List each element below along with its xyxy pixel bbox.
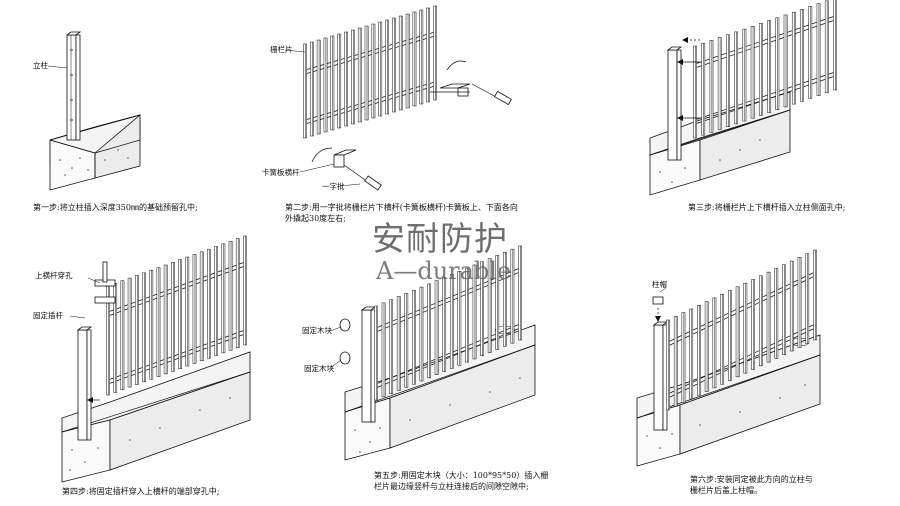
label-wood-block-2: 固定木块 (304, 363, 334, 373)
fence-panel (303, 5, 437, 139)
label-screwdriver: 一字批 (322, 181, 345, 191)
step-6-caption-line-1: 第六步:安装同定被此方向的立柱与 (690, 474, 813, 484)
post (652, 321, 669, 431)
label-post-cap: 柱帽 (652, 279, 667, 289)
step-5-caption-line-2: 栏片最边缘竖杆与立柱连接后的间隙空隙中; (374, 481, 529, 491)
step-4-caption: 第四步:将固定插杆穿入上横杆的端部穿孔中; (62, 486, 219, 496)
step-6-caption-line-2: 栅栏片后盖上柱帽。 (690, 485, 762, 495)
arrow-upper (677, 37, 700, 65)
concrete-base (49, 114, 141, 191)
post (65, 31, 82, 141)
clip-detail-upper (430, 60, 512, 106)
step-6: 柱帽 第六步:安装同定被此方向的立柱与 栅栏片后盖上柱帽。 (636, 249, 821, 495)
step-1-caption: 第一步:将立柱插入深度350㎜的基础预留孔中; (33, 202, 198, 212)
label-fence-panel: 栅栏片 (270, 44, 293, 54)
step-4: 上横杆穿孔 固定插杆 第四步:将固定插杆穿入上横杆的端部穿孔中; (33, 235, 251, 496)
label-wood-block-1: 固定木块 (302, 325, 332, 335)
watermark-chinese: 安耐防护 (372, 219, 508, 258)
fence-panel (374, 245, 522, 401)
post-cap (652, 296, 664, 322)
rail-ends (94, 261, 116, 304)
arrow-lower (677, 115, 700, 121)
post (666, 46, 683, 161)
clip-detail-lower (311, 147, 382, 191)
step-2-caption-line-1: 第二步:用一字批将栅栏片下横杆(卡簧板横杆)卡簧板上、下面各向 (285, 202, 518, 212)
step-3: 第三步:将栅栏片上下横杆插入立柱侧面孔中; (649, 0, 845, 212)
watermark-english: A—durable (375, 257, 511, 285)
step-2-caption-line-2: 外撬起30度左右; (285, 213, 346, 223)
label-fixing-pin: 固定插杆 (33, 310, 63, 320)
fence-panel (666, 249, 817, 411)
concrete-base (61, 351, 251, 483)
label-post: 立柱 (33, 60, 48, 70)
fence-panel (106, 235, 247, 396)
wood-block-upper (339, 318, 351, 332)
step-5: 固定木块 固定木块 第五步:用固定木块（大小：100*95*50）插入栅 栏片最… (302, 245, 548, 491)
post (360, 306, 377, 423)
fence-panel (693, 0, 837, 139)
step-5-caption-line-1: 第五步:用固定木块（大小：100*95*50）插入栅 (374, 470, 548, 480)
post (76, 326, 93, 441)
step-2: 栅栏片 卡簧板横杆 一字批 第二步:用一字批将栅栏片下横杆(卡簧板横杆)卡簧板上… (262, 5, 518, 223)
wood-block-lower (339, 351, 351, 365)
step-3-caption: 第三步:将栅栏片上下横杆插入立柱侧面孔中; (688, 202, 845, 212)
watermark: 安耐防护 A—durable (372, 219, 511, 285)
step-1: 立柱 第一步:将立柱插入深度350㎜的基础预留孔中; (33, 31, 198, 212)
label-clip-rail: 卡簧板横杆 (262, 167, 300, 177)
label-upper-rail-hole: 上横杆穿孔 (35, 270, 73, 280)
